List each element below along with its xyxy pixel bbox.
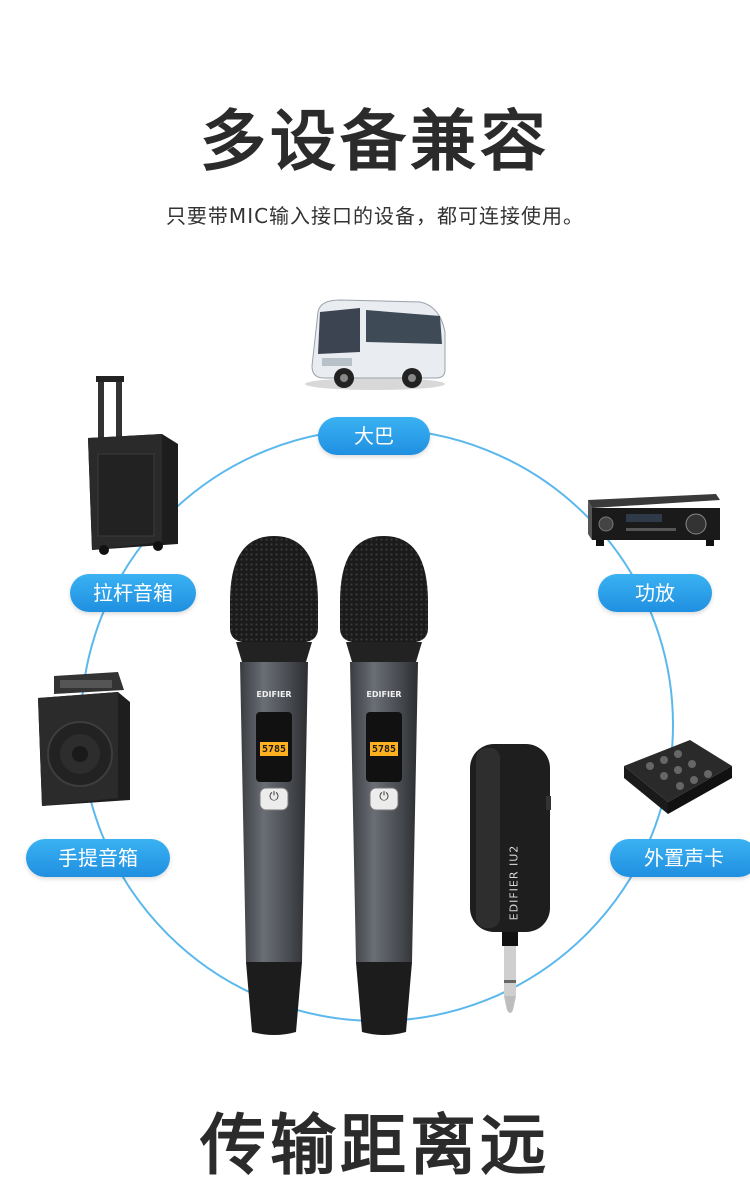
footer-title: 传输距离远 [200,1107,550,1184]
label-sound-card: 外置声卡 [610,839,750,877]
amplifier-icon [588,494,720,546]
bus-icon [305,299,446,390]
microphone-right [340,536,428,1035]
sound-card-icon [624,740,732,814]
label-portable-speaker: 手提音箱 [26,839,170,877]
mic-right-display: 5785 [371,744,397,755]
portable-speaker-icon [38,672,130,806]
mic-left-display: 5785 [261,744,287,755]
label-amplifier: 功放 [598,574,712,612]
receiver-icon [470,744,551,1013]
mic-left-power-icon: ⏻ [269,789,279,803]
microphone-left [230,536,318,1035]
mic-right-power-icon: ⏻ [379,789,389,803]
page-subtitle: 只要带MIC输入接口的设备，都可连接使用。 [165,204,585,228]
label-trolley-speaker: 拉杆音箱 [70,574,196,612]
label-bus: 大巴 [318,417,430,455]
page-title: 多设备兼容 [200,103,550,180]
receiver-model-label: EDIFIER IU2 [507,844,521,921]
mic-right-brand: EDIFIER [366,690,402,699]
mic-left-brand: EDIFIER [256,690,292,699]
trolley-speaker-icon [88,376,178,555]
